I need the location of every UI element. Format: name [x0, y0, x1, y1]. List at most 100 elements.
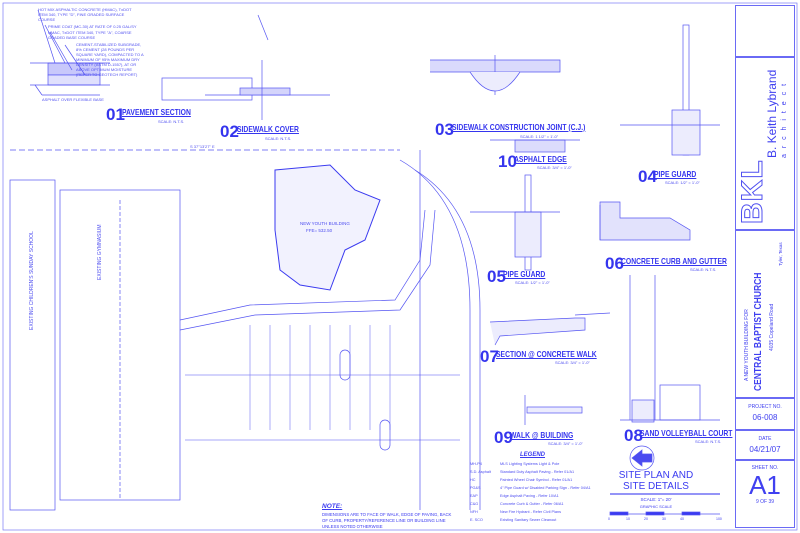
detail-03-number: 03	[435, 120, 454, 139]
legend-description: 4" Pipe Guard w/ Disabled Parking Sign -…	[500, 486, 591, 490]
graphic-scale-tick: 20	[644, 517, 648, 521]
sidewalk-cover-drawing	[205, 14, 330, 120]
legend-item: HC Painted Wheel Chair Symbol - Refer 01/…	[470, 478, 572, 483]
school-label: EXISTING CHILDREN'S SUNDAY SCHOOL	[29, 231, 35, 330]
legend-description: Standard Duty Asphalt Paving - Refer 01/…	[500, 470, 575, 474]
architect-name: B. Keith Lybrand	[765, 69, 779, 158]
date-value: 04/21/07	[749, 445, 781, 454]
building-ffe: FFE= 532.50	[306, 228, 333, 233]
note-heading: NOTE:	[322, 503, 343, 510]
sheet-title-line-2: SITE DETAILS	[623, 481, 689, 492]
detail-08-scale: SCALE: N.T.S.	[695, 439, 722, 444]
detail-02-title: SIDEWALK COVER	[237, 124, 299, 134]
detail-10-number: 10	[498, 152, 517, 171]
legend-symbol: S.D. Asphalt	[470, 470, 491, 474]
architect-block: BKL B. Keith Lybrand a r c h i t e c t	[735, 57, 795, 230]
pavement-note-2: PRIME COAT (MC-30) AT RATE OF 0.25 GAL/S…	[48, 24, 137, 29]
detail-05-number: 05	[487, 267, 506, 286]
graphic-scale-label: GRAPHIC SCALE	[639, 504, 673, 509]
sheet-block: SHEET NO. A1 9 OF 39	[735, 460, 795, 528]
project-no-block: PROJECT NO. 06-008	[735, 398, 795, 430]
bearing-label: S 37°13'27" E	[190, 144, 215, 149]
graphic-scale-tick: 0	[608, 517, 610, 521]
project-block: A NEW YOUTH BUILDING FOR CENTRAL BAPTIST…	[735, 230, 795, 398]
detail-07-number: 07	[480, 347, 499, 366]
legend-symbol: C&G	[470, 502, 479, 506]
sheet-title-line-1: SITE PLAN AND	[618, 470, 694, 481]
detail-01-scale: SCALE: N.T.S.	[158, 119, 185, 124]
legend-symbol: PG&S	[470, 486, 481, 490]
project-city: Tyler, Texas	[778, 242, 783, 266]
pavement-note-3: HMAC, TxDOT ITEM 340, TYPE "A", COARSE G…	[48, 30, 132, 40]
project-no-label: PROJECT NO.	[748, 404, 782, 410]
concrete-walk-drawing	[489, 317, 586, 346]
detail-03-title: SIDEWALK CONSTRUCTION JOINT (C.J.)	[452, 122, 586, 132]
pavement-note-1: HOT MIX ASPHALTIC CONCRETE (HMAC), TxDOT…	[38, 7, 132, 22]
building-label: NEW YOUTH BUILDING	[300, 221, 350, 226]
note-line-2: OF CURB, PROPERTY/REFERENCE LINE OR BUIL…	[322, 518, 446, 523]
legend-description: Painted Wheel Chair Symbol - Refer 01/A1	[500, 478, 573, 482]
detail-10-title: ASPHALT EDGE	[514, 154, 567, 164]
detail-02-scale: SCALE: N.T.S.	[265, 136, 292, 141]
sheet-scale: SCALE: 1"= 20'	[640, 497, 672, 502]
legend-symbol: HC	[470, 478, 476, 482]
pavement-section-drawing	[30, 9, 253, 101]
sheet-no-label: SHEET NO.	[751, 465, 779, 471]
architect-subtitle: a r c h i t e c t	[781, 81, 788, 158]
date-label: DATE	[758, 436, 772, 442]
date-block: DATE 04/21/07	[735, 430, 795, 460]
detail-07-title: SECTION @ CONCRETE WALK	[496, 349, 597, 359]
bkl-logo: BKL	[736, 159, 770, 225]
legend-item: S.D. Asphalt Standard Duty Asphalt Paving…	[470, 470, 574, 475]
north-arrow-icon	[629, 445, 655, 471]
legend-item: PG&S 4" Pipe Guard w/ Disabled Parking Si…	[470, 486, 591, 491]
project-address: 4035 Copeland Road	[769, 303, 775, 351]
legend-symbol: EAP	[470, 494, 478, 498]
legend-description: New Fire Hydrant - Refer Civil Plans	[500, 510, 561, 514]
site-plan-drawing	[9, 149, 481, 511]
detail-03-scale: SCALE: 1 1/2" = 1'-0"	[520, 134, 559, 139]
graphic-scale-tick: 30	[662, 517, 666, 521]
project-name: CENTRAL BAPTIST CHURCH	[753, 272, 764, 391]
detail-06-number: 06	[605, 254, 624, 273]
note-line-1: DIMENSIONS ARE TO FACE OF WALK, EDGE OF …	[322, 512, 452, 517]
asphalt-edge-drawing	[490, 139, 580, 153]
pavement-note-4: CEMENT-STABILIZED SUBGRADE, 8% CEMENT (2…	[76, 42, 144, 77]
legend-title: LEGEND	[520, 452, 546, 458]
detail-08-number: 08	[624, 426, 643, 445]
detail-09-scale: SCALE: 3/4" = 1'-0"	[548, 441, 583, 446]
project-no: 06-008	[752, 413, 778, 422]
pavement-base-label: ASPHALT OVER FLEXIBLE BASE	[42, 97, 104, 102]
detail-04-title: PIPE GUARD	[654, 169, 697, 179]
graphic-scale-tick: 10	[626, 517, 630, 521]
graphic-scale-tick: 100	[716, 517, 722, 521]
legend-symbol: NFH	[470, 510, 478, 514]
legend-item: E. SCO Existing Sanitary Sewer Cleanout	[470, 518, 556, 523]
legend-symbol: E. SCO	[470, 518, 483, 522]
detail-05-title: PIPE GUARD	[503, 269, 546, 279]
detail-09-number: 09	[494, 428, 513, 447]
detail-01-number: 01	[106, 105, 125, 124]
legend-description: MLS Lighting Systems Light & Pole	[500, 462, 560, 466]
sheet-count: 9 OF 39	[755, 499, 775, 505]
legend-description: Existing Sanitary Sewer Cleanout	[500, 518, 557, 522]
detail-05-scale: SCALE: 1/2" = 1'-0"	[515, 280, 550, 285]
gymnasium-label: EXISTING GYMNASIUM	[97, 224, 103, 280]
sheet-no: A1	[749, 470, 781, 500]
construction-joint-drawing	[430, 55, 561, 95]
detail-04-number: 04	[638, 167, 657, 186]
detail-09-title: WALK @ BUILDING	[510, 430, 574, 440]
detail-08-title: SAND VOLLEYBALL COURT	[640, 428, 733, 438]
detail-10-scale: SCALE: 3/4" = 1'-0"	[537, 165, 572, 170]
project-prefix: A NEW YOUTH BUILDING FOR	[744, 309, 750, 381]
graphic-scale-tick: 40	[680, 517, 684, 521]
title-block-blank	[735, 5, 795, 57]
detail-04-scale: SCALE: 1/2" = 1'-0"	[665, 180, 700, 185]
legend-item: EAP Edge Asphalt Paving - Refer 10/A1	[470, 494, 559, 499]
detail-02-number: 02	[220, 122, 239, 141]
legend-description: Edge Asphalt Paving - Refer 10/A1	[500, 494, 559, 498]
